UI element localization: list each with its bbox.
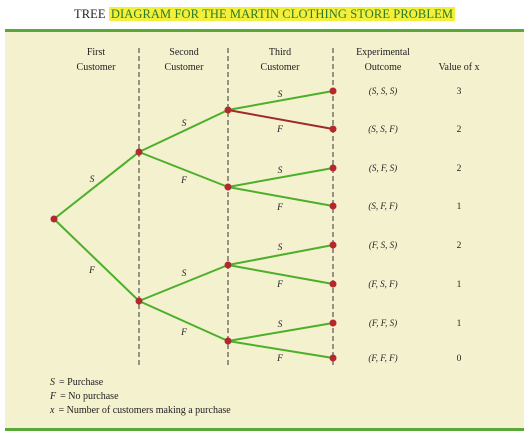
outcome-5: (F, S, S) [369, 240, 397, 250]
branch-sf-s [227, 167, 334, 188]
label-fs-s: S [278, 243, 283, 253]
value-6: 1 [457, 280, 462, 290]
title-lead: TREE [73, 7, 106, 21]
node-fs [224, 261, 232, 269]
outcome-2: (S, S, F) [368, 124, 398, 134]
node-f [135, 297, 143, 305]
legend-x-text: = Number of customers making a purchase [58, 405, 231, 416]
branch-s-s [138, 109, 229, 153]
branch-ff-s [227, 322, 334, 342]
header-first-line2: Customer [77, 62, 117, 73]
outcome-8: (F, F, F) [368, 353, 397, 363]
header-second-line1: Second [169, 47, 198, 58]
node-ff [224, 337, 232, 345]
legend-f-key: F [49, 391, 57, 402]
title-highlight: DIAGRAM FOR THE MARTIN CLOTHING STORE PR… [108, 7, 456, 21]
header-third-line1: Third [269, 47, 291, 58]
branch-f-f [138, 300, 229, 342]
node-ss [224, 106, 232, 114]
label-ss-f: F [276, 125, 283, 135]
branch-s-f [138, 151, 229, 188]
node-sff [329, 202, 337, 210]
value-5: 2 [457, 241, 462, 251]
value-2: 2 [457, 125, 462, 135]
outcome-7: (F, F, S) [369, 318, 397, 328]
legend-s-text: = Purchase [59, 377, 104, 388]
node-root [50, 215, 58, 223]
label-fs-f: F [276, 280, 283, 290]
label-f-f: F [180, 328, 187, 338]
legend-f: F= No purchase [49, 391, 119, 402]
outcome-3: (S, F, S) [369, 163, 397, 173]
label-sf-s: S [278, 166, 283, 176]
branch-sf-f [227, 186, 334, 207]
legend-x-key: x [49, 405, 55, 416]
branch-fs-s [227, 244, 334, 266]
legend-x: x= Number of customers making a purchase [49, 405, 231, 416]
branch-fs-f [227, 264, 334, 285]
node-ffs [329, 319, 337, 327]
legend-f-text: = No purchase [60, 391, 119, 402]
node-fss [329, 241, 337, 249]
branch-root-f [53, 218, 140, 302]
node-fff [329, 354, 337, 362]
legend-s: S = Purchase [50, 377, 104, 388]
outcome-6: (F, S, F) [368, 279, 397, 289]
header-second-line2: Customer [165, 62, 205, 73]
node-fsf [329, 280, 337, 288]
legend: S = Purchase F= No purchase x= Number of … [49, 377, 231, 416]
label-sf-f: F [276, 203, 283, 213]
node-sf [224, 183, 232, 191]
diagram-title: TREE DIAGRAM FOR THE MARTIN CLOTHING STO… [0, 7, 529, 22]
label-ff-s: S [278, 320, 283, 330]
branch-ff-f [227, 340, 334, 359]
label-ss-s: S [278, 90, 283, 100]
node-sfs [329, 164, 337, 172]
label-s-f: F [180, 176, 187, 186]
value-7: 1 [457, 319, 462, 329]
branch-root-s [53, 151, 140, 220]
tree-panel [5, 29, 524, 431]
header-third-line2: Customer [261, 62, 301, 73]
value-8: 0 [457, 354, 462, 364]
node-s [135, 148, 143, 156]
value-4: 1 [457, 202, 462, 212]
value-1: 3 [457, 87, 462, 97]
branch-ss-s [227, 90, 334, 111]
header-outcome-line1: Experimental [356, 47, 410, 58]
node-ssf [329, 125, 337, 133]
outcome-1: (S, S, S) [369, 86, 398, 96]
branch-ss-f [227, 109, 334, 130]
branch-f-s [138, 264, 229, 302]
node-sss [329, 87, 337, 95]
header-value: Value of x [438, 62, 479, 73]
label-s-s: S [182, 119, 187, 129]
header-outcome-line2: Outcome [365, 62, 402, 73]
label-root-f: F [88, 266, 95, 276]
value-3: 2 [457, 164, 462, 174]
label-f-s: S [182, 269, 187, 279]
header-first-line1: First [87, 47, 106, 58]
label-ff-f: F [276, 354, 283, 364]
legend-s-key: S [50, 377, 55, 388]
outcome-4: (S, F, F) [368, 201, 397, 211]
label-root-s: S [90, 175, 95, 185]
